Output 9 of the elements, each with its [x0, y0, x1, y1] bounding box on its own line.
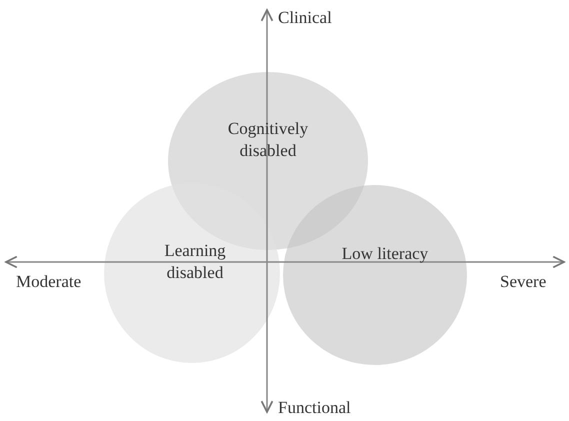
circle-label: Learning disabled: [163, 240, 227, 284]
axis-label: Clinical: [278, 8, 332, 28]
axis-label: Functional: [278, 398, 351, 418]
axis-label: Severe: [500, 272, 546, 292]
circle-label: Low literacy: [340, 243, 430, 265]
circle-label: Cognitively disabled: [226, 118, 310, 162]
venn-circle: [283, 185, 467, 365]
axis-label: Moderate: [16, 272, 82, 292]
venn-circle: [104, 183, 280, 363]
